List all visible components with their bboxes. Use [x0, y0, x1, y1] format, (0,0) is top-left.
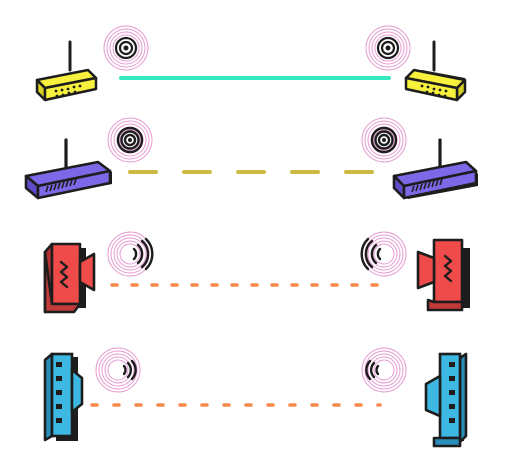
row-3 [43, 231, 470, 314]
camera-icon-right [416, 238, 470, 312]
wave-signal-icon-left [95, 347, 141, 393]
camera-icon-left [43, 242, 96, 314]
row-4 [43, 347, 468, 448]
wave-signal-icon-right [360, 231, 407, 277]
row-1 [35, 25, 467, 102]
row-2 [24, 117, 478, 200]
signal-icon-left [107, 117, 153, 163]
router-icon-right [404, 40, 467, 102]
router-icon-left [35, 40, 98, 102]
router-icon-right [392, 138, 478, 200]
module-icon-right [424, 352, 468, 448]
signal-icon-right [365, 25, 411, 71]
wave-signal-icon-left [107, 231, 154, 277]
wave-signal-icon-right [361, 347, 407, 393]
signal-icon-right [361, 117, 407, 163]
router-icon-left [24, 138, 112, 200]
signal-icon-left [103, 25, 149, 71]
module-icon-left [43, 352, 84, 442]
